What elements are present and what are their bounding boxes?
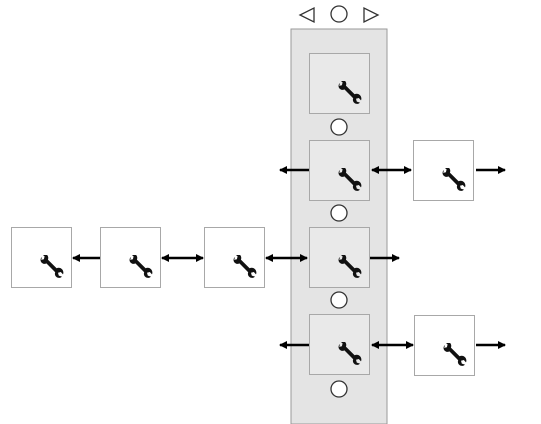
connection-arrows [72,166,506,349]
wrench-icon [441,166,467,194]
triangle-left-icon[interactable] [298,6,315,24]
wrench-icon [128,253,154,281]
wrench-icon [337,79,363,107]
column-separator-circle[interactable] [330,380,348,398]
left-node-2[interactable] [100,227,161,288]
column-separator-circle[interactable] [330,118,348,136]
column-node-3[interactable] [309,227,370,288]
wrench-icon [442,341,468,369]
column-node-1[interactable] [309,53,370,114]
column-separator-circle[interactable] [330,291,348,309]
top-controls [298,5,380,24]
wrench-icon [337,340,363,368]
column-node-2[interactable] [309,140,370,201]
column-separator-circle[interactable] [330,204,348,222]
wrench-icon [232,253,258,281]
left-node-1[interactable] [11,227,72,288]
right-node-1[interactable] [413,140,474,201]
left-node-3[interactable] [204,227,265,288]
wrench-icon [39,253,65,281]
column-node-4[interactable] [309,314,370,375]
circle-icon[interactable] [330,5,348,23]
right-node-2[interactable] [414,315,475,376]
wrench-icon [337,166,363,194]
wrench-icon [337,253,363,281]
triangle-right-icon[interactable] [363,6,380,24]
